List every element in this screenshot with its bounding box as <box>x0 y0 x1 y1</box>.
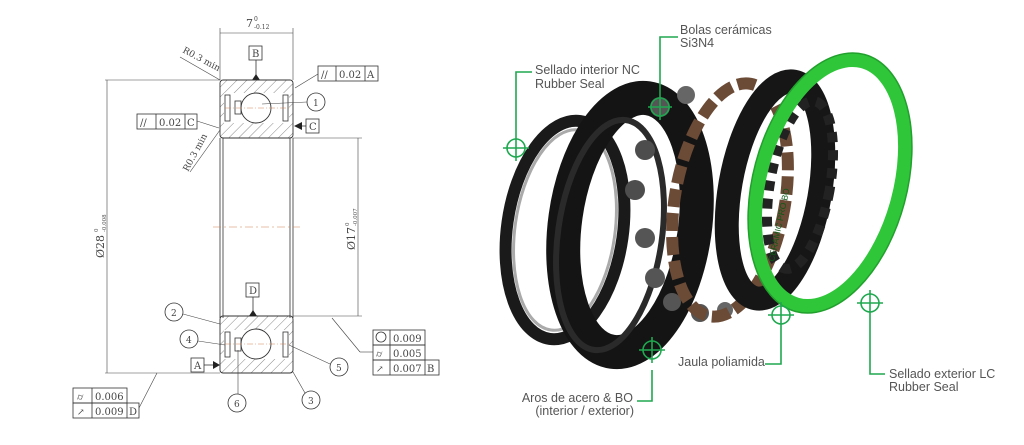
svg-text:↗: ↗ <box>376 365 384 375</box>
datum-d: D <box>249 286 257 297</box>
svg-text:0: 0 <box>254 16 258 23</box>
svg-text://: // <box>140 118 147 129</box>
fcf-bottom-right: ⌭ ↗ 0.009 0.005 0.007 B <box>331 317 440 376</box>
svg-text:C: C <box>187 118 195 129</box>
svg-text:Si3N4: Si3N4 <box>680 36 714 50</box>
svg-text:Sellado interior NC: Sellado interior NC <box>535 63 640 77</box>
svg-text:Rubber Seal: Rubber Seal <box>535 77 605 91</box>
fcf-left: // 0.02 C <box>136 113 220 130</box>
outer-ring <box>546 80 714 370</box>
callout-cage: Jaula poliamida <box>678 302 794 369</box>
fcf-top-right: // 0.02 A <box>294 65 379 89</box>
svg-text:-0.12: -0.12 <box>254 24 270 31</box>
balloon-1: 1 <box>313 99 319 109</box>
inner-diameter: Ø17 <box>345 227 358 250</box>
svg-text:0.02: 0.02 <box>159 118 181 129</box>
fcf-bottom-left: ⌭ ↗ 0.006 0.009 D <box>72 372 158 419</box>
inner-seal <box>499 114 631 346</box>
datum-b: B <box>252 49 259 60</box>
exploded-view: CERAMIC PRO BO Bolas cerámicas Si3N4 Sel… <box>499 23 995 418</box>
balloon-4: 4 <box>186 336 192 346</box>
svg-text:0.009: 0.009 <box>95 407 124 418</box>
svg-text:⌭: ⌭ <box>77 393 84 403</box>
svg-text:0.005: 0.005 <box>393 349 422 360</box>
svg-text:Rubber Seal: Rubber Seal <box>889 380 959 394</box>
width-dimension: 7 <box>246 17 253 30</box>
svg-text:↗: ↗ <box>77 408 85 418</box>
datum-a: A <box>193 361 202 372</box>
balloon-6: 6 <box>234 400 240 410</box>
svg-text:0.006: 0.006 <box>95 392 124 403</box>
svg-text:0.007: 0.007 <box>393 364 422 375</box>
svg-text:A: A <box>366 70 375 81</box>
technical-drawing: 7 0 -0.12 B R0.3 min D <box>72 16 440 419</box>
radius-top-label: R0.3 min <box>181 46 222 74</box>
cage <box>666 77 794 323</box>
svg-text:-0.007: -0.007 <box>353 208 359 226</box>
balloon-2: 2 <box>171 309 177 319</box>
balloon-5: 5 <box>336 364 342 374</box>
svg-text:(interior / exterior): (interior / exterior) <box>535 404 634 418</box>
callout-balls: Bolas cerámicas Si3N4 <box>648 23 772 120</box>
svg-text:D: D <box>129 407 137 418</box>
svg-text:Sellado exterior LC: Sellado exterior LC <box>889 367 995 381</box>
outer-diameter: Ø28 <box>94 235 107 258</box>
svg-text:⌭: ⌭ <box>376 350 383 360</box>
callout-outer-seal: Sellado exterior LC Rubber Seal <box>857 290 995 394</box>
svg-text:B: B <box>427 364 434 375</box>
svg-text:0: 0 <box>345 222 351 226</box>
inner-ring <box>714 69 836 311</box>
svg-text:-0.008: -0.008 <box>102 214 108 232</box>
svg-text:Bolas cerámicas: Bolas cerámicas <box>680 23 772 37</box>
svg-text:Aros de acero & BO: Aros de acero & BO <box>522 391 633 405</box>
callout-inner-seal: Sellado interior NC Rubber Seal <box>503 63 640 161</box>
balloon-3: 3 <box>308 397 314 407</box>
svg-text:Jaula poliamida: Jaula poliamida <box>678 355 765 369</box>
callout-rings: Aros de acero & BO (interior / exterior) <box>522 337 665 418</box>
datum-c: C <box>309 122 317 133</box>
outer-seal <box>747 52 913 314</box>
svg-text:0: 0 <box>94 228 100 232</box>
svg-text://: // <box>321 70 328 81</box>
svg-text:0.02: 0.02 <box>339 70 361 81</box>
svg-text:0.009: 0.009 <box>393 334 422 345</box>
radius-bottom-label: R0.3 min <box>182 132 210 173</box>
